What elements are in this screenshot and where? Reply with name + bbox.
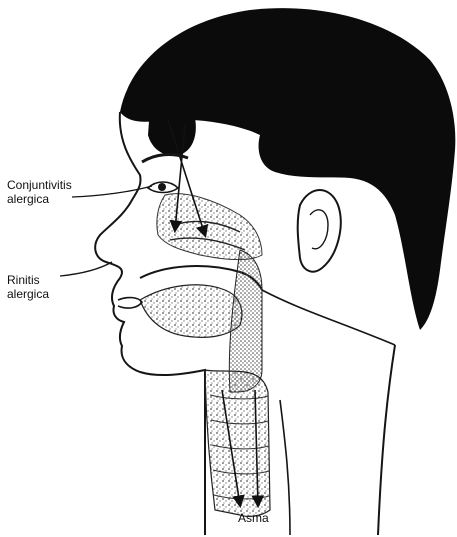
label-conjuntivitis-line2: alergica	[7, 192, 72, 206]
label-rinitis-alergica: Rinitis alergica	[7, 273, 49, 301]
leader-rinitis	[60, 262, 112, 276]
jaw-line	[262, 290, 395, 345]
lips	[118, 298, 142, 309]
hair	[120, 8, 455, 330]
tongue	[140, 285, 242, 338]
ear	[298, 190, 341, 272]
label-conjuntivitis-line1: Conjuntivitis	[7, 178, 72, 192]
nasal-cavity	[157, 194, 262, 260]
neck-front-outline	[280, 400, 290, 535]
label-conjuntivitis-alergica: Conjuntivitis alergica	[7, 178, 72, 206]
trachea	[205, 370, 270, 516]
label-rinitis-line2: alergica	[7, 287, 49, 301]
neck-back-outline	[378, 345, 395, 535]
label-asma: Asma	[238, 511, 269, 525]
eye-pupil	[158, 183, 166, 191]
label-rinitis-line1: Rinitis	[7, 273, 49, 287]
